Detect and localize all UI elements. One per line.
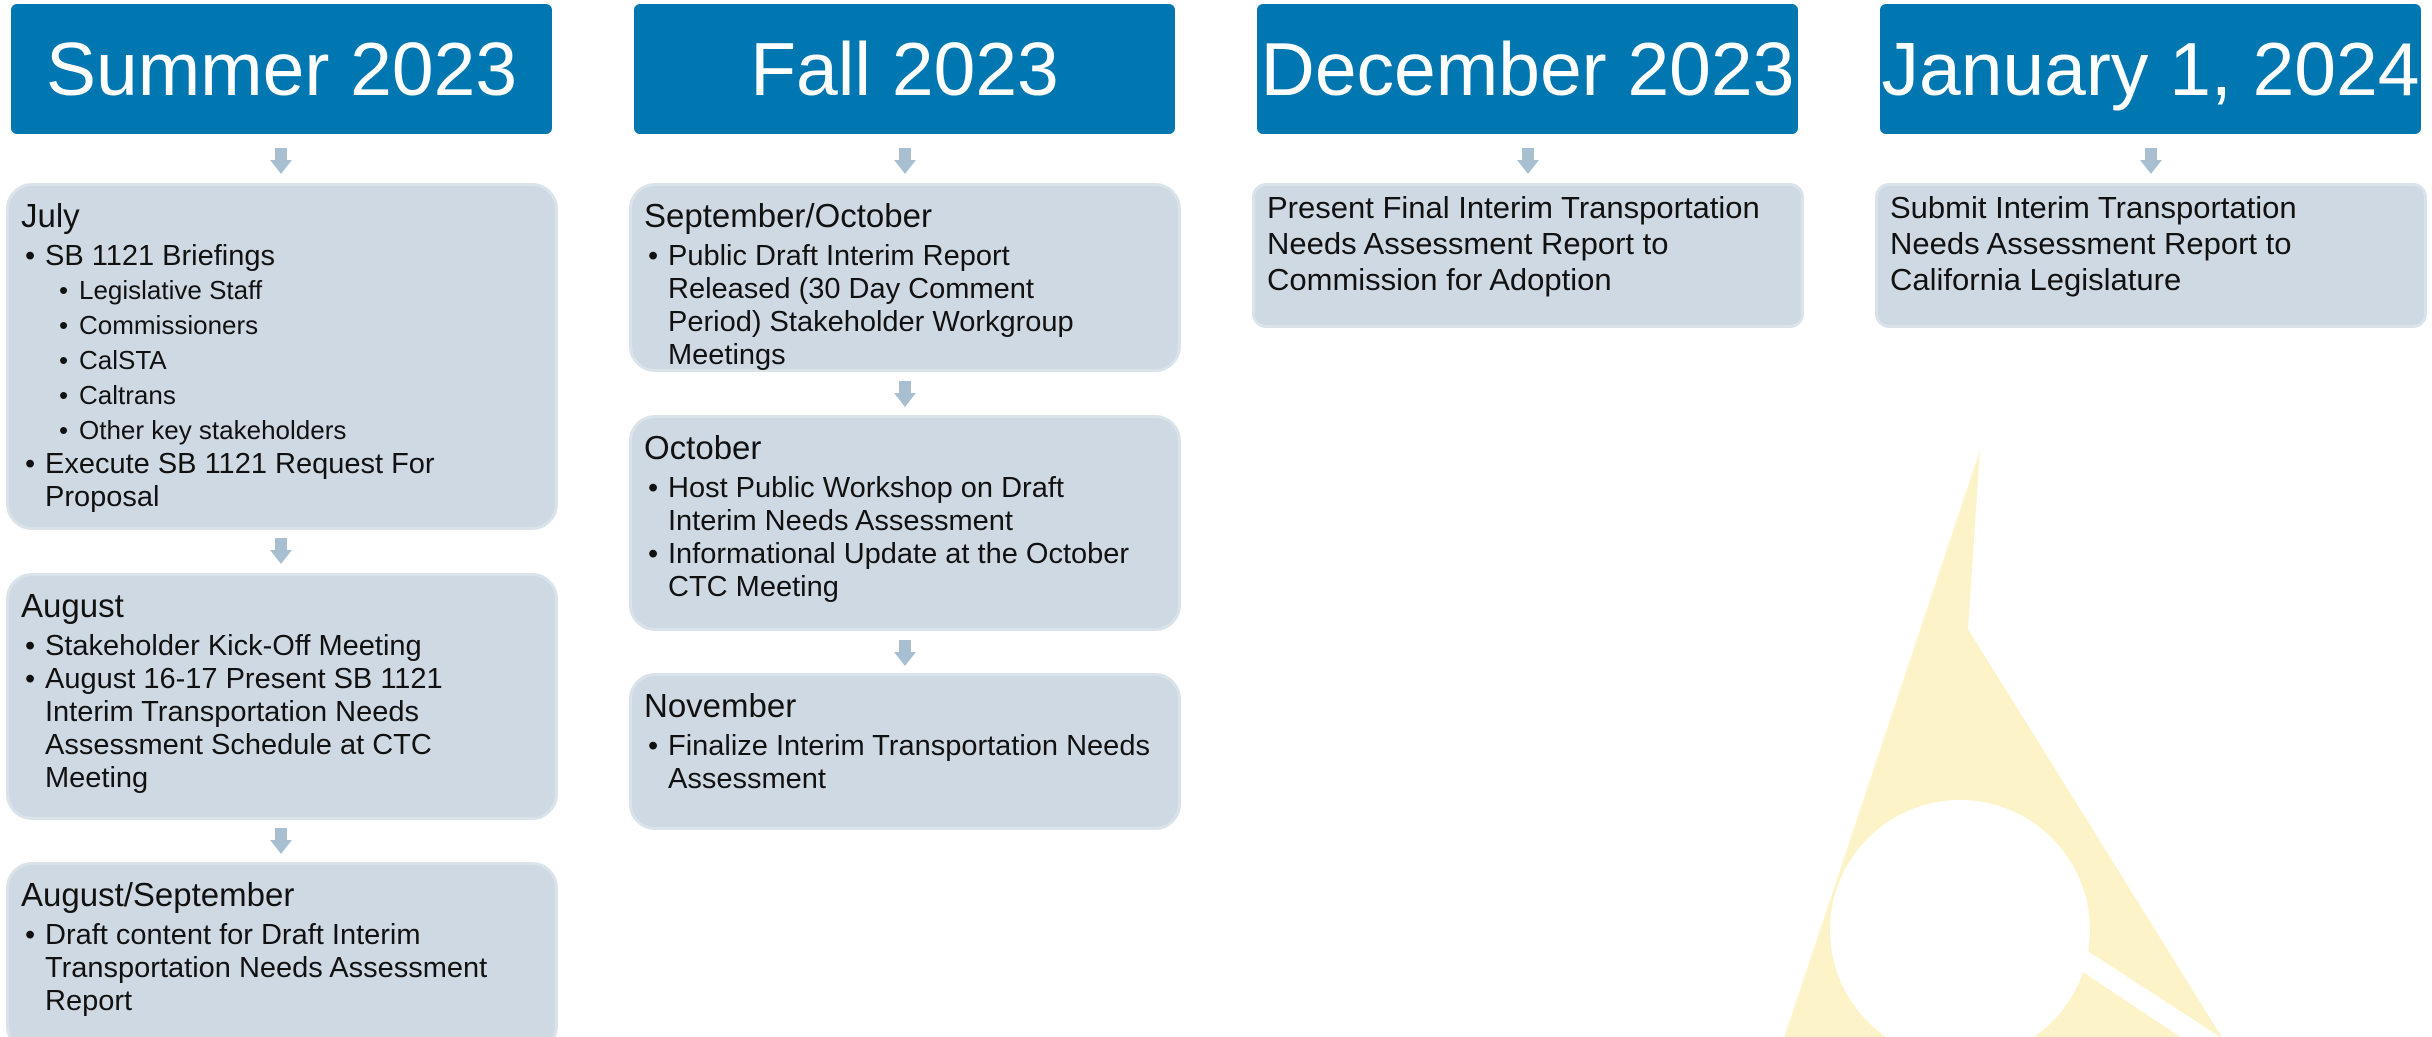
bullet-list: Public Draft Interim Report Released (30… [644, 240, 1166, 372]
step-title: August/September [21, 876, 295, 913]
sub-bullet-list: Legislative Staff Commissioners CalSTA C… [45, 273, 543, 448]
column-header: January 1, 2024 [1880, 4, 2421, 134]
sub-bullet-item: CalSTA [45, 343, 543, 378]
step-box-december: Present Final Interim Transportation Nee… [1252, 183, 1804, 328]
bullet-item: Draft content for Draft Interim Transpor… [21, 919, 543, 1018]
sub-bullet-item: Other key stakeholders [45, 413, 543, 448]
down-arrow-icon [894, 148, 916, 174]
bullet-text: SB 1121 Briefings [45, 240, 275, 272]
down-arrow-icon [894, 381, 916, 407]
step-box-january: Submit Interim Transportation Needs Asse… [1875, 183, 2427, 328]
bullet-list: Draft content for Draft Interim Transpor… [21, 919, 543, 1018]
down-arrow-icon [2140, 148, 2162, 174]
down-arrow-icon [270, 148, 292, 174]
down-arrow-icon [1517, 148, 1539, 174]
bullet-list: Finalize Interim Transportation Needs As… [644, 730, 1166, 796]
bullet-item: Finalize Interim Transportation Needs As… [644, 730, 1166, 796]
step-title: September/October [644, 197, 932, 234]
column-header: December 2023 [1257, 4, 1798, 134]
commission-logo-watermark [1784, 450, 2222, 1037]
bullet-item: Informational Update at the October CTC … [644, 538, 1166, 604]
step-box-august: August Stakeholder Kick-Off Meeting Augu… [6, 573, 558, 820]
sub-bullet-item: Legislative Staff [45, 273, 543, 308]
step-box-september-october: September/October Public Draft Interim R… [629, 183, 1181, 372]
step-title: July [21, 197, 80, 234]
step-title: August [21, 587, 124, 624]
bullet-item: Execute SB 1121 Request For Proposal [21, 448, 543, 514]
bullet-item: Host Public Workshop on Draft Interim Ne… [644, 472, 1166, 538]
column-header: Fall 2023 [634, 4, 1175, 134]
bullet-list: Stakeholder Kick-Off Meeting August 16-1… [21, 630, 543, 795]
step-box-october: October Host Public Workshop on Draft In… [629, 415, 1181, 631]
step-text: Submit Interim Transportation Needs Asse… [1890, 190, 2297, 297]
column-header: Summer 2023 [11, 4, 552, 134]
step-box-november: November Finalize Interim Transportation… [629, 673, 1181, 830]
down-arrow-icon [270, 828, 292, 854]
step-text: Present Final Interim Transportation Nee… [1267, 190, 1760, 297]
bullet-list: Host Public Workshop on Draft Interim Ne… [644, 472, 1166, 604]
step-box-july: July SB 1121 Briefings Legislative Staff… [6, 183, 558, 530]
bullet-item: Public Draft Interim Report Released (30… [644, 240, 1166, 372]
bullet-list: SB 1121 Briefings Legislative Staff Comm… [21, 240, 543, 514]
step-box-august-september: August/September Draft content for Draft… [6, 862, 558, 1037]
bullet-item: SB 1121 Briefings Legislative Staff Comm… [21, 240, 543, 448]
step-title: October [644, 429, 762, 466]
sub-bullet-item: Caltrans [45, 378, 543, 413]
step-title: November [644, 687, 797, 724]
down-arrow-icon [894, 640, 916, 666]
bullet-item: August 16-17 Present SB 1121 Interim Tra… [21, 663, 543, 795]
sub-bullet-item: Commissioners [45, 308, 543, 343]
bullet-item: Stakeholder Kick-Off Meeting [21, 630, 543, 663]
down-arrow-icon [270, 538, 292, 564]
